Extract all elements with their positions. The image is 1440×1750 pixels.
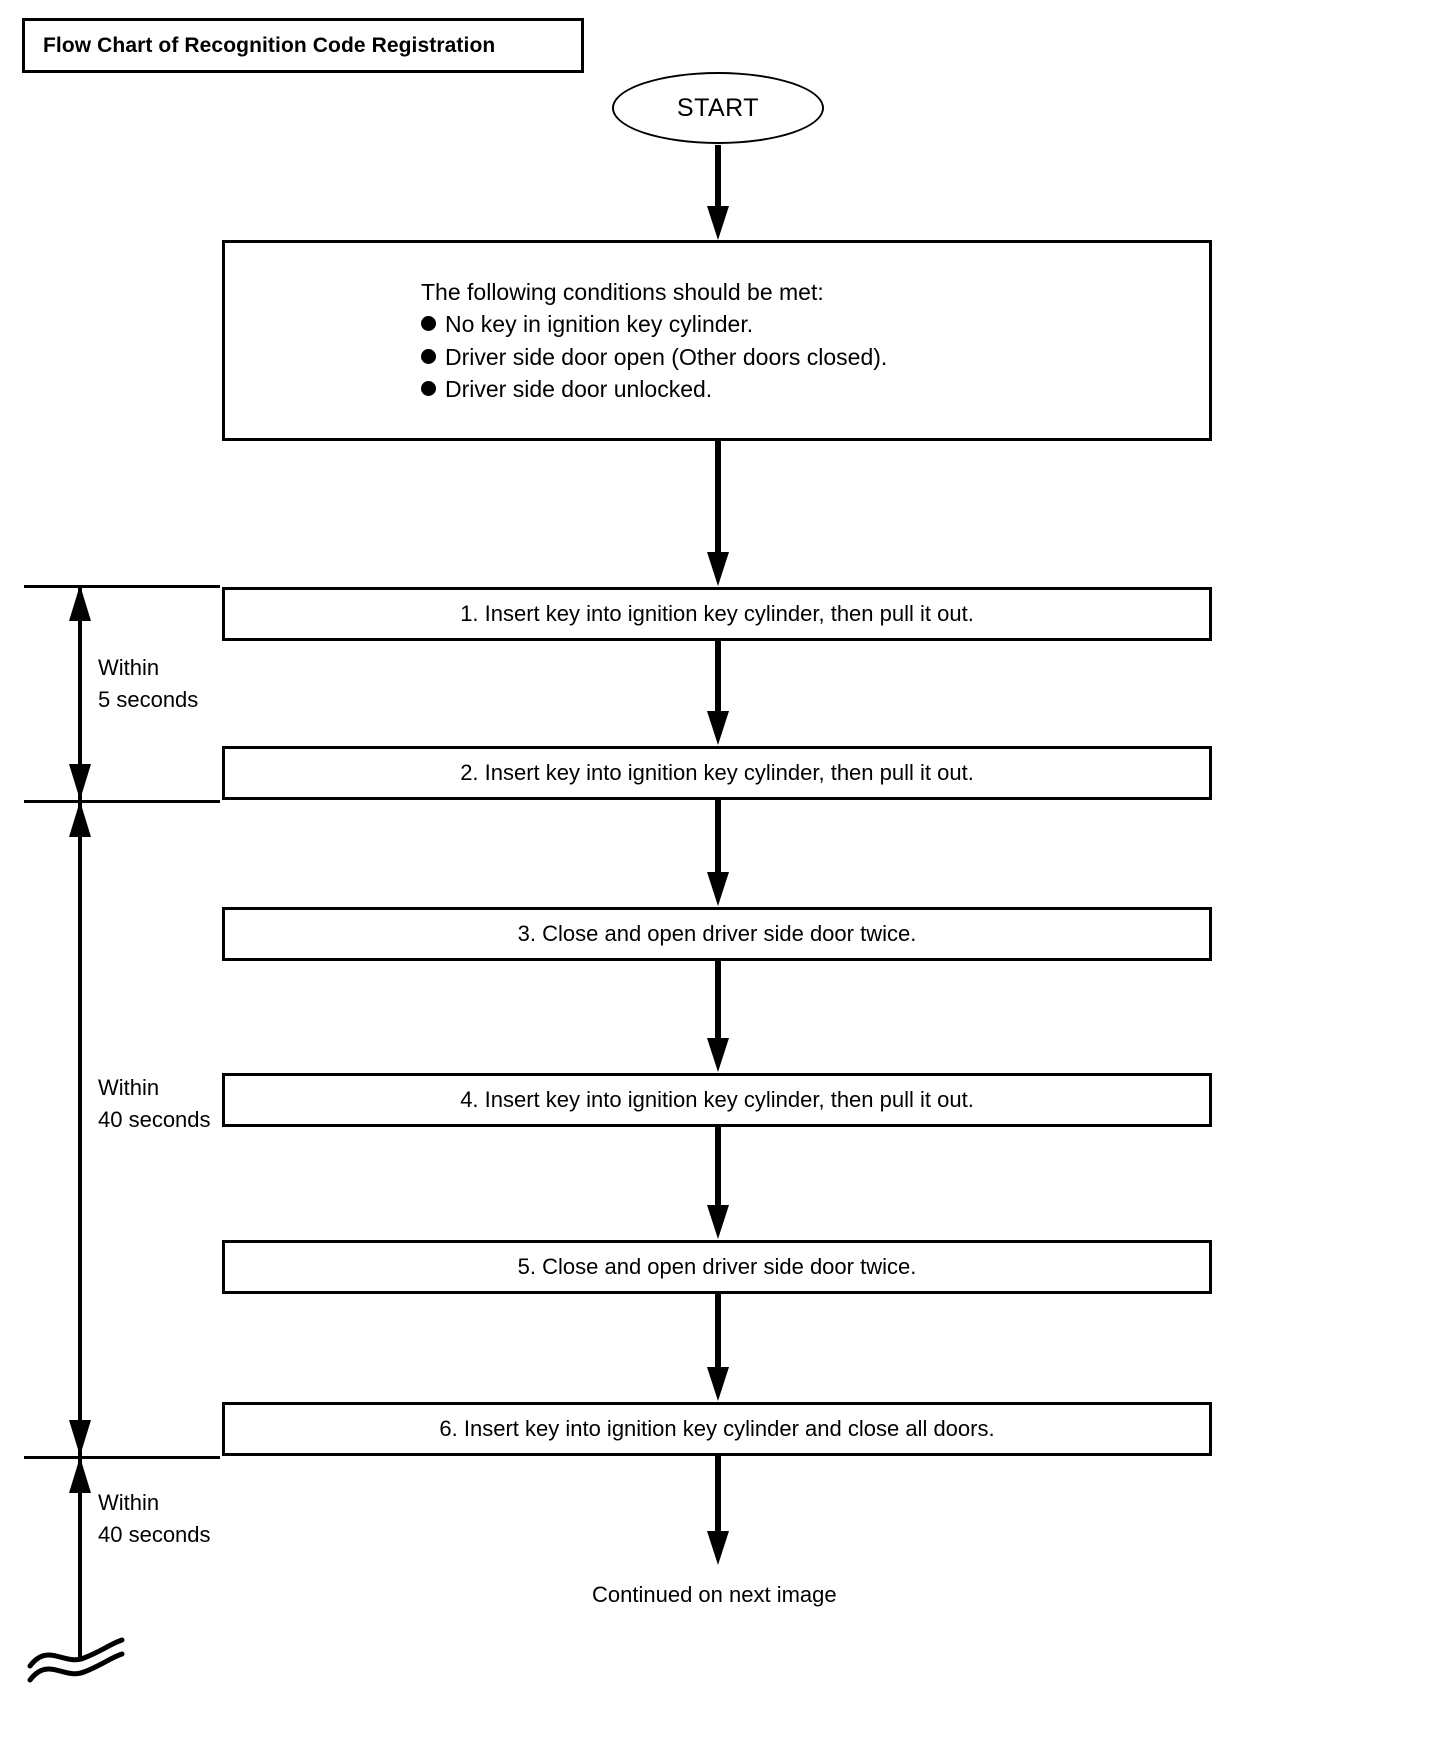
bullet-dot-icon	[421, 316, 436, 332]
conditions-box: The following conditions should be met: …	[222, 240, 1212, 441]
connector-shaft	[715, 441, 721, 553]
step-1-label: 1. Insert key into ignition key cylinder…	[460, 601, 974, 627]
timing-label-40-seconds-tail-line2: 40 seconds	[98, 1521, 211, 1547]
arrowhead-down-icon	[69, 764, 91, 800]
connector-shaft	[715, 1127, 721, 1206]
timing-arrow-shaft	[78, 585, 82, 800]
connector-shaft	[715, 641, 721, 712]
timing-arrow-shaft	[78, 801, 82, 1456]
timing-tick-mid-2	[24, 1456, 220, 1459]
timing-arrow-shaft	[78, 1457, 82, 1657]
step-box-6: 6. Insert key into ignition key cylinder…	[222, 1402, 1212, 1456]
chart-title-box: Flow Chart of Recognition Code Registrat…	[22, 18, 584, 73]
start-label: START	[676, 93, 760, 122]
condition-item-1: No key in ignition key cylinder.	[421, 308, 887, 340]
connector-shaft	[715, 1294, 721, 1368]
timing-tick-top-1	[24, 585, 220, 588]
arrowhead-down-icon	[707, 711, 729, 745]
arrowhead-down-icon	[707, 552, 729, 586]
conditions-heading: The following conditions should be met:	[421, 279, 824, 306]
step-4-label: 4. Insert key into ignition key cylinder…	[460, 1087, 974, 1113]
step-2-label: 2. Insert key into ignition key cylinder…	[460, 760, 974, 786]
arrowhead-down-icon	[707, 1038, 729, 1072]
bullet-dot-icon	[421, 348, 436, 364]
condition-item-1-label: No key in ignition key cylinder.	[445, 311, 754, 338]
timing-label-40-seconds-main-line2: 40 seconds	[98, 1106, 211, 1132]
step-6-label: 6. Insert key into ignition key cylinder…	[439, 1416, 995, 1442]
timing-label-40-seconds-main: Within 40 seconds	[98, 1072, 211, 1136]
timing-label-40-seconds-tail: Within 40 seconds	[98, 1487, 211, 1551]
condition-item-2: Driver side door open (Other doors close…	[421, 341, 887, 373]
arrowhead-down-icon	[707, 1531, 729, 1565]
connector-shaft	[715, 961, 721, 1039]
step-box-3: 3. Close and open driver side door twice…	[222, 907, 1212, 961]
connector-shaft	[715, 800, 721, 873]
condition-item-3: Driver side door unlocked.	[421, 373, 887, 405]
continued-label: Continued on next image	[592, 1582, 837, 1607]
arrowhead-down-icon	[707, 1205, 729, 1239]
page-title: Flow Chart of Recognition Code Registrat…	[43, 33, 496, 57]
arrowhead-down-icon	[707, 1367, 729, 1401]
timing-label-40-seconds-main-line1: Within	[98, 1075, 160, 1100]
step-box-4: 4. Insert key into ignition key cylinder…	[222, 1073, 1212, 1127]
arrowhead-up-icon	[69, 801, 91, 837]
timing-label-5-seconds-line1: Within	[98, 655, 160, 680]
timing-tick-mid-1	[24, 800, 220, 803]
condition-item-2-label: Driver side door open (Other doors close…	[445, 343, 888, 370]
step-box-5: 5. Close and open driver side door twice…	[222, 1240, 1212, 1294]
condition-item-3-label: Driver side door unlocked.	[445, 375, 713, 402]
arrowhead-up-icon	[69, 585, 91, 621]
arrowhead-down-icon	[69, 1420, 91, 1456]
connector-shaft	[715, 145, 721, 207]
bullet-dot-icon	[421, 380, 436, 396]
arrowhead-down-icon	[707, 872, 729, 906]
conditions-text-block: The following conditions should be met: …	[225, 276, 887, 405]
start-node: START	[612, 72, 824, 144]
step-5-label: 5. Close and open driver side door twice…	[517, 1254, 917, 1280]
timing-label-5-seconds-line2: 5 seconds	[98, 686, 199, 712]
timing-label-5-seconds: Within 5 seconds	[98, 652, 198, 716]
break-squiggle-icon	[27, 1637, 125, 1683]
connector-shaft	[715, 1456, 721, 1532]
step-3-label: 3. Close and open driver side door twice…	[517, 921, 917, 947]
step-box-1: 1. Insert key into ignition key cylinder…	[222, 587, 1212, 641]
timing-label-40-seconds-tail-line1: Within	[98, 1490, 160, 1515]
step-box-2: 2. Insert key into ignition key cylinder…	[222, 746, 1212, 800]
arrowhead-down-icon	[707, 206, 729, 240]
arrowhead-up-icon	[69, 1457, 91, 1493]
